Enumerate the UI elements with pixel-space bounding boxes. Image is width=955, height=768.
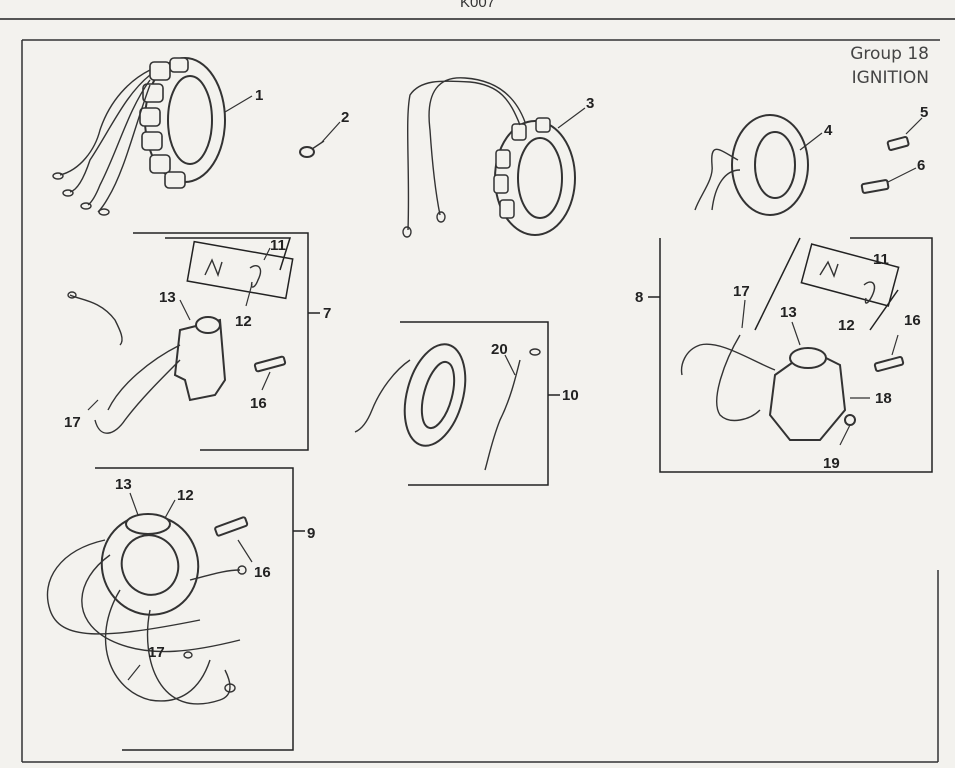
- leader-2: [321, 121, 341, 143]
- callout-4: 4: [824, 122, 833, 139]
- part-5-bolt: [886, 135, 910, 151]
- page-header: K007: [459, 0, 496, 11]
- callout-19: 19: [823, 455, 840, 472]
- leader-4: [799, 132, 823, 151]
- callout-6: 6: [917, 157, 925, 174]
- callout-12-box7: 12: [235, 313, 252, 330]
- callout-16-box9: 16: [254, 564, 271, 581]
- callout-20: 20: [491, 341, 508, 358]
- leader-1: [224, 95, 253, 113]
- group-title: Group 18 IGNITION: [850, 42, 929, 90]
- callout-13-box8: 13: [780, 304, 797, 321]
- callout-7: 7: [323, 305, 331, 322]
- part-6-bolt: [860, 179, 890, 194]
- leader-6: [887, 167, 917, 183]
- callout-12-box8: 12: [838, 317, 855, 334]
- callout-17-box7: 17: [64, 414, 81, 431]
- callout-10: 10: [562, 387, 579, 404]
- assembly-8-box: [648, 237, 933, 473]
- part-3-coil-ring: [402, 77, 576, 238]
- callout-16-box7: 16: [250, 395, 267, 412]
- part-1-stator: [52, 57, 226, 216]
- assembly-7-box: [67, 232, 320, 451]
- callout-11-box7: 11: [270, 237, 286, 254]
- callout-1: 1: [255, 87, 263, 104]
- callout-3: 3: [586, 95, 594, 112]
- group-name: IGNITION: [851, 68, 929, 88]
- part-4-ring: [694, 114, 809, 216]
- callout-13-box7: 13: [159, 289, 176, 306]
- callout-18: 18: [875, 390, 892, 407]
- callout-5: 5: [920, 104, 928, 121]
- part-2-screw: [299, 140, 325, 158]
- callout-2: 2: [341, 109, 349, 126]
- callout-12-box9: 12: [177, 487, 194, 504]
- leader-3: [557, 107, 586, 129]
- callout-17-box8: 17: [733, 283, 750, 300]
- callout-11-box8: 11: [873, 251, 889, 268]
- assembly-9-box: [46, 467, 305, 751]
- callout-9: 9: [307, 525, 315, 542]
- leader-5: [905, 117, 923, 135]
- callout-17-box9: 17: [148, 644, 165, 661]
- callout-13-box9: 13: [115, 476, 132, 493]
- callout-8: 8: [635, 289, 643, 306]
- assembly-10-box: [354, 321, 560, 486]
- group-number: Group 18: [850, 44, 929, 64]
- callout-16-box8: 16: [904, 312, 921, 329]
